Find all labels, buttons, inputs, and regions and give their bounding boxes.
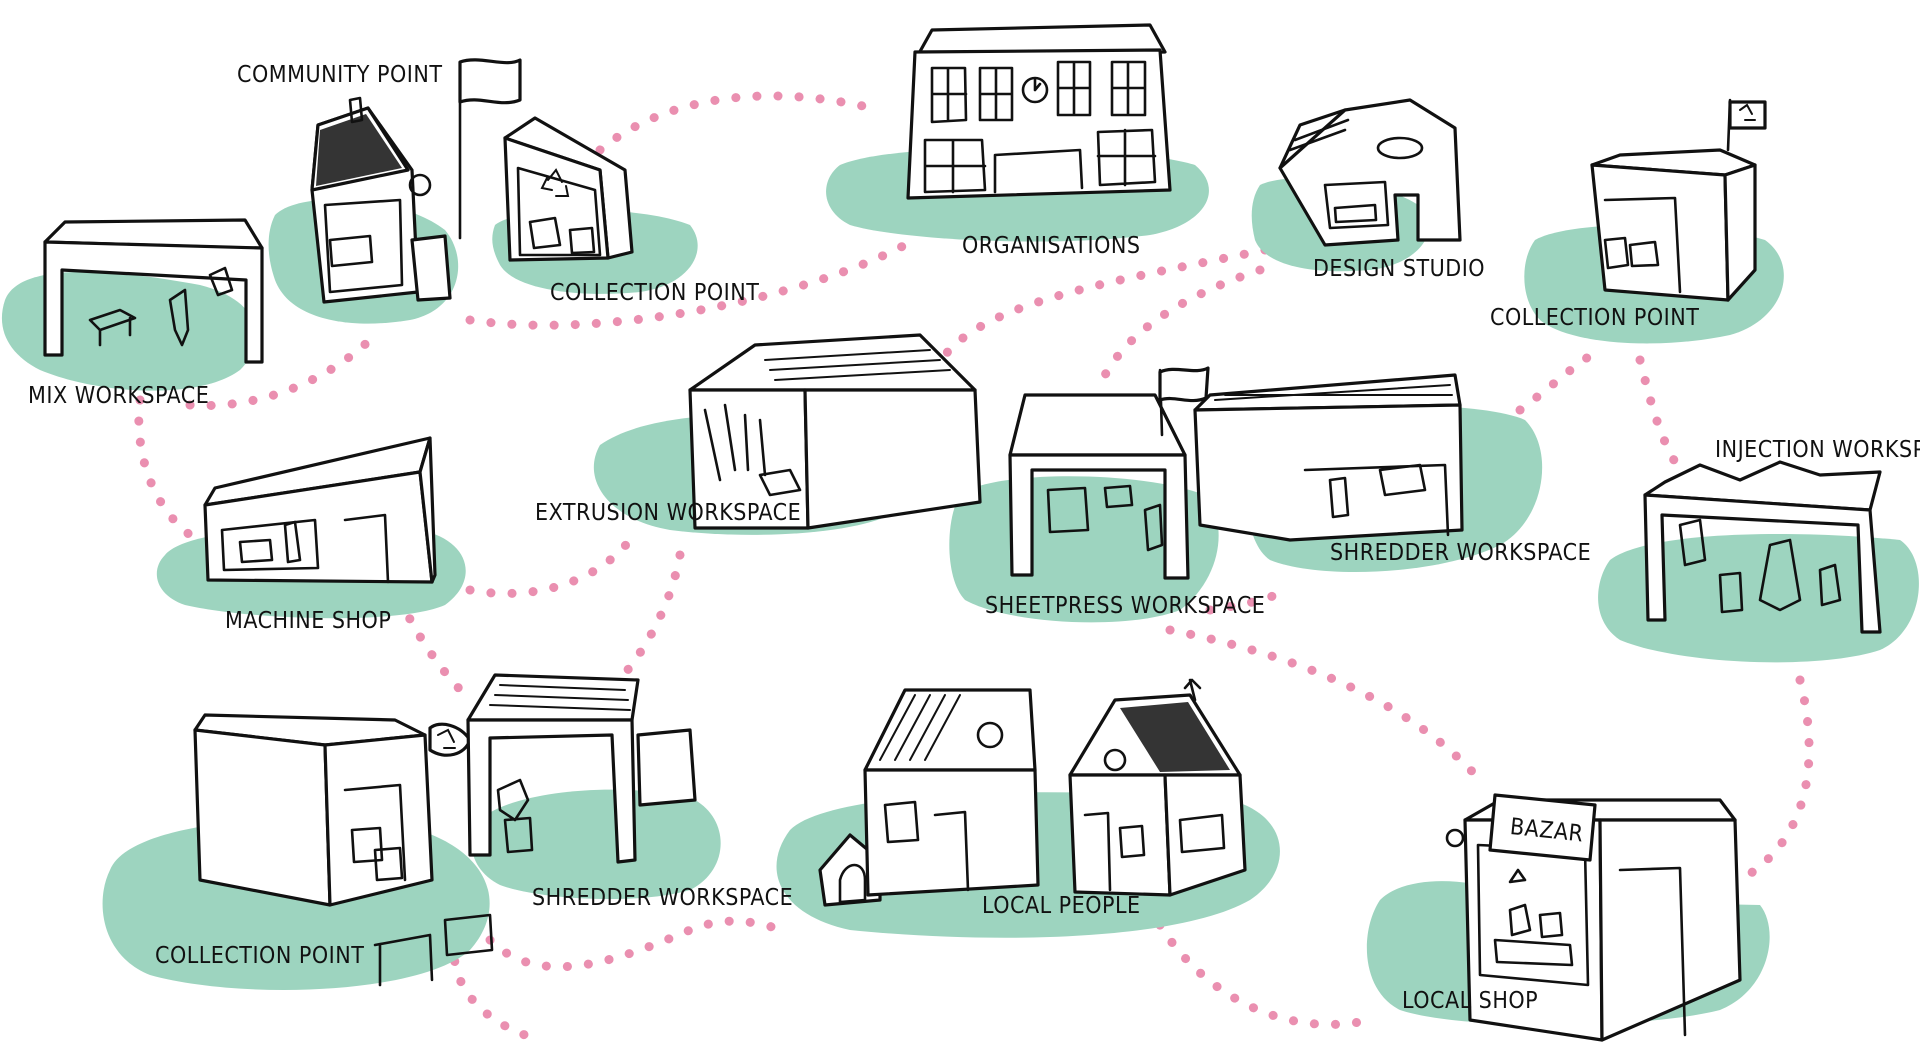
community-point-building — [310, 58, 522, 304]
shredder-workspace-bottom-building — [466, 673, 697, 864]
label-shredder-workspace-mid: SHREDDER WORKSPACE — [1330, 540, 1591, 566]
path-community-to-organisations — [465, 240, 910, 330]
organisations-building — [906, 23, 1172, 200]
tiled-roof — [316, 114, 402, 186]
local-shop-building — [1445, 793, 1742, 1042]
local-people-houses — [818, 678, 1247, 907]
path-design-to-sheetpress — [1095, 265, 1265, 390]
label-machine-shop: MACHINE SHOP — [225, 608, 391, 634]
path-collection-to-local-people — [485, 916, 795, 972]
place-labels: COMMUNITY POINT COLLECTION POINT MIX WOR… — [28, 62, 1920, 1014]
tiled-roof — [1120, 702, 1230, 772]
path-shredder-to-collection — [1515, 345, 1605, 415]
recycle-icon — [540, 168, 570, 197]
blob-injection — [1598, 534, 1919, 663]
design-studio-building — [1278, 98, 1462, 247]
path-mix-to-machine — [134, 395, 195, 540]
flag-icon — [1728, 100, 1767, 130]
label-local-shop: LOCAL SHOP — [1402, 988, 1538, 1014]
flag-icon — [458, 58, 522, 105]
label-design-studio: DESIGN STUDIO — [1313, 256, 1485, 282]
collection-point-top-building — [503, 116, 634, 262]
label-mix-workspace: MIX WORKSPACE — [28, 383, 209, 409]
recycle-icon — [437, 728, 456, 749]
blob-shredder-bottom — [471, 789, 721, 900]
label-shredder-workspace-bottom: SHREDDER WORKSPACE — [532, 885, 793, 911]
mix-workspace-building — [43, 218, 264, 364]
path-collection-to-injection — [1635, 355, 1685, 475]
path-extrusion-to-shredder-bottom — [605, 550, 685, 695]
clock-icon — [1021, 76, 1049, 104]
path-injection-to-local-shop — [1735, 675, 1814, 885]
path-sheetpress-to-local-shop — [1165, 625, 1485, 785]
path-local-people-to-local-shop — [1155, 920, 1375, 1029]
extrusion-workspace-building — [688, 333, 982, 530]
label-injection-workspace: INJECTION WORKSPACE — [1715, 437, 1920, 463]
path-design-to-extrusion — [940, 245, 1270, 360]
flag-icon — [1158, 366, 1210, 403]
label-organisations: ORGANISATIONS — [962, 233, 1140, 259]
path-sheetpress-to-shredder — [1205, 585, 1290, 615]
label-extrusion-workspace: EXTRUSION WORKSPACE — [535, 500, 801, 526]
collection-point-bottom-building — [193, 713, 494, 987]
injection-workspace-building — [1643, 460, 1882, 634]
label-collection-point-bottom: COLLECTION POINT — [155, 943, 364, 969]
label-community-point: COMMUNITY POINT — [237, 62, 442, 88]
machine-shop-building — [203, 436, 437, 584]
label-sheetpress-workspace: SHEETPRESS WORKSPACE — [985, 593, 1265, 619]
recycle-icon — [1739, 103, 1756, 121]
shredder-workspace-mid-building — [1193, 373, 1464, 542]
path-machine-to-collection-bottom — [395, 595, 475, 705]
collection-point-right-building — [1590, 98, 1767, 302]
path-mix-to-community — [185, 330, 380, 411]
path-machine-to-extrusion — [465, 535, 635, 598]
label-collection-point-right: COLLECTION POINT — [1490, 305, 1699, 331]
path-collection-to-organisations — [595, 91, 885, 155]
label-local-people: LOCAL PEOPLE — [982, 893, 1141, 919]
label-collection-point-top: COLLECTION POINT — [550, 280, 759, 306]
